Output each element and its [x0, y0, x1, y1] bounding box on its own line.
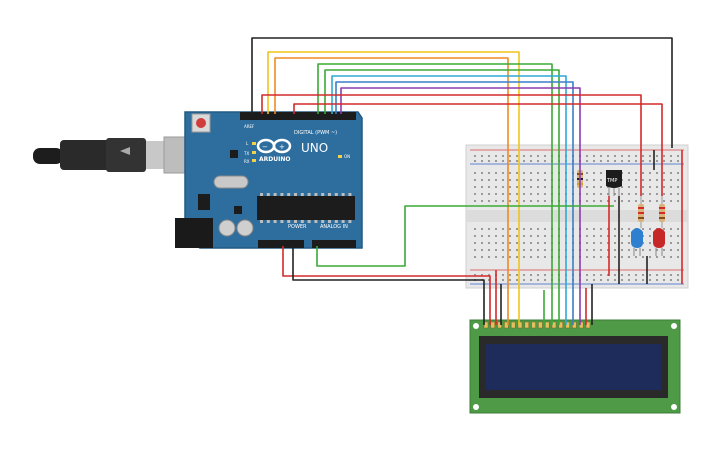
resistor-2[interactable] [638, 196, 644, 228]
wire-green-top [317, 63, 553, 325]
sensor-label: TMP [606, 178, 617, 184]
wire-blue-top [335, 81, 574, 325]
reset-button-icon[interactable] [191, 113, 211, 133]
wire-green-analog [316, 205, 614, 267]
power-label: POWER [288, 224, 307, 230]
wires [251, 37, 683, 325]
wire-green2-top [324, 69, 560, 325]
wire-red-led-1 [261, 94, 642, 196]
model-label: UNO [301, 141, 328, 155]
svg-text:+: + [279, 143, 285, 151]
lcd-module[interactable] [469, 319, 681, 414]
wire-orange-top [274, 57, 509, 325]
brand-label: ARDUINO [259, 156, 290, 163]
wire-black-top [251, 37, 673, 148]
microcontroller [257, 196, 355, 220]
svg-text:−: − [262, 143, 268, 151]
power-header [258, 240, 304, 248]
l-label: L [246, 141, 249, 146]
wire-red-led-2 [293, 103, 663, 196]
analog-label: ANALOG IN [320, 224, 348, 230]
on-label: ON [344, 154, 350, 159]
analog-header [312, 240, 356, 248]
usb-cable-icon [33, 136, 211, 174]
lcd-screen [486, 344, 661, 390]
rx-label: RX [244, 159, 250, 164]
digital-header [240, 112, 356, 120]
aref-label: AREF [244, 124, 255, 129]
power-jack [175, 218, 213, 248]
led-blue[interactable] [631, 228, 643, 256]
resistor-3[interactable] [659, 196, 665, 228]
digital-label: DIGITAL (PWM ~) [294, 130, 337, 136]
tx-label: TX [243, 151, 249, 156]
wire-red-5v [282, 246, 491, 325]
led-red[interactable] [653, 228, 665, 256]
crystal [213, 175, 249, 189]
temperature-sensor[interactable]: TMP [606, 170, 622, 196]
arduino-logo-icon: − + [256, 138, 292, 154]
arduino-board[interactable]: − + ARDUINO UNO DIGITAL (PWM ~) AREF TX … [175, 111, 363, 249]
wire-black-gnd [292, 246, 485, 325]
breadboard[interactable] [465, 144, 689, 289]
wire-yellow-top [267, 51, 520, 325]
